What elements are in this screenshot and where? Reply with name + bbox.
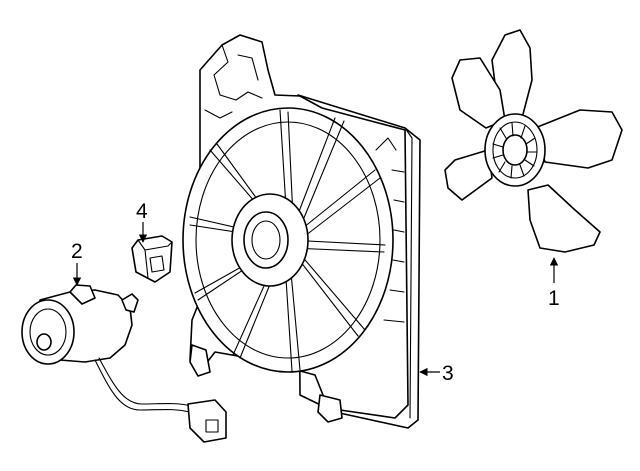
callout-4-label: 4 [136,200,148,223]
callout-3-label: 3 [442,362,454,385]
fan-shroud [182,34,421,429]
callout-2: 2 [71,240,83,286]
fan-blade [444,29,623,253]
callout-4: 4 [136,200,148,243]
fan-motor [21,284,227,443]
callout-1: 1 [548,257,560,310]
mounting-bracket [131,235,173,283]
callout-1-label: 1 [548,287,560,310]
callout-2-label: 2 [71,240,83,263]
callout-3: 3 [419,362,454,385]
